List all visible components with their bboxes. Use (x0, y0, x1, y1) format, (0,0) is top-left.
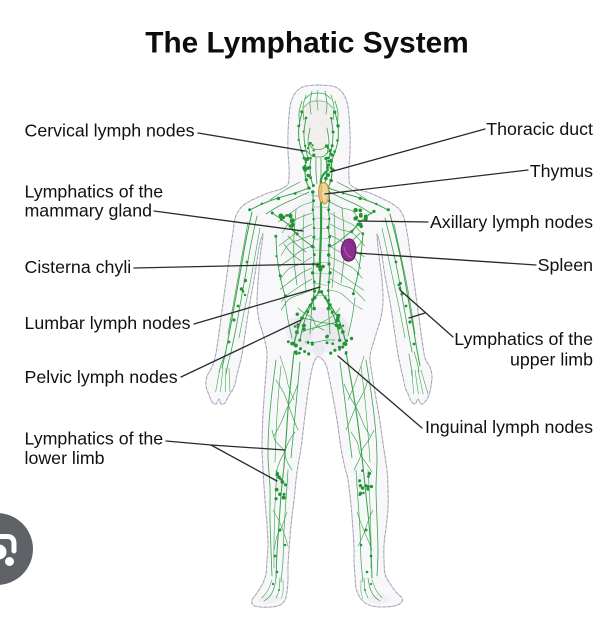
svg-text:Lumbar lymph nodes: Lumbar lymph nodes (25, 313, 191, 333)
svg-text:The Lymphatic System: The Lymphatic System (145, 27, 468, 60)
svg-text:Axillary lymph nodes: Axillary lymph nodes (430, 212, 593, 232)
svg-text:Lymphatics of the: Lymphatics of the (25, 429, 164, 449)
svg-text:Cervical lymph nodes: Cervical lymph nodes (25, 121, 195, 141)
svg-text:Spleen: Spleen (538, 255, 593, 275)
svg-text:Thymus: Thymus (530, 161, 593, 181)
svg-text:upper limb: upper limb (510, 350, 593, 370)
svg-text:lower limb: lower limb (25, 448, 105, 468)
svg-text:mammary gland: mammary gland (25, 201, 152, 221)
svg-text:Thoracic duct: Thoracic duct (486, 119, 593, 139)
svg-text:Lymphatics of the: Lymphatics of the (454, 329, 593, 349)
svg-text:Cisterna chyli: Cisterna chyli (25, 257, 132, 277)
svg-text:Pelvic lymph nodes: Pelvic lymph nodes (25, 367, 178, 387)
svg-text:Lymphatics of the: Lymphatics of the (25, 182, 164, 202)
svg-text:Inguinal lymph nodes: Inguinal lymph nodes (425, 417, 593, 437)
